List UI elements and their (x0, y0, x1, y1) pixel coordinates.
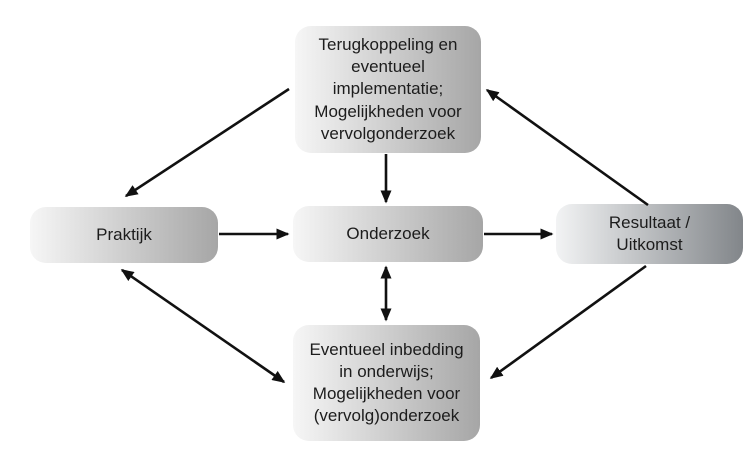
node-resultaat-label: Resultaat / Uitkomst (608, 212, 691, 254)
node-onderzoek: Onderzoek (293, 206, 483, 262)
node-praktijk: Praktijk (30, 207, 218, 263)
node-feedback: Terugkoppeling en eventueel implementati… (295, 26, 481, 153)
node-inbedding: Eventueel inbedding in onderwijs; Mogeli… (293, 325, 480, 441)
node-praktijk-label: Praktijk (96, 224, 152, 244)
node-feedback-label: Terugkoppeling en eventueel implementati… (314, 35, 462, 143)
arrow-feedback-to-praktijk (124, 87, 290, 198)
node-inbedding-label: Eventueel inbedding in onderwijs; Mogeli… (309, 339, 464, 426)
arrow-resultaat-to-feedback (485, 88, 649, 207)
node-onderzoek-label: Onderzoek (346, 223, 430, 243)
arrow-praktijk-inbedding (120, 268, 286, 384)
node-resultaat: Resultaat / Uitkomst (556, 204, 743, 264)
arrow-resultaat-to-inbedding (489, 264, 647, 380)
